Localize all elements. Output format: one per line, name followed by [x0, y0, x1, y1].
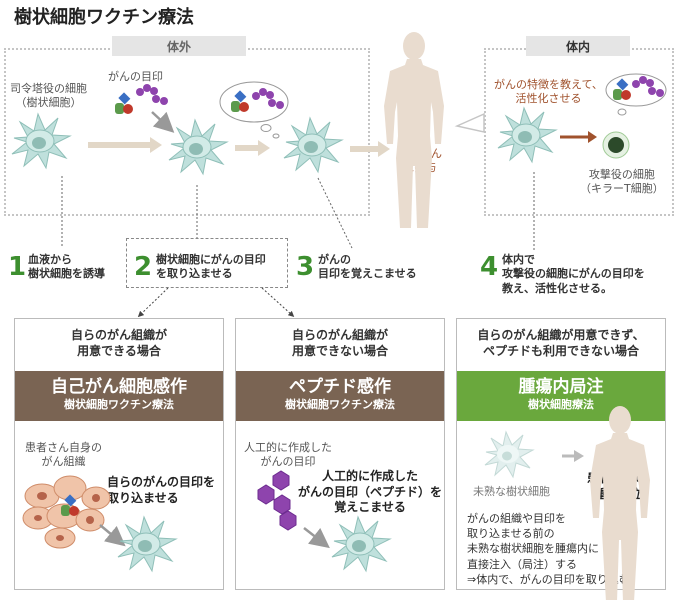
cancer-mark-label: がんの目印 — [108, 70, 163, 83]
panel-3-title: 腫瘍内局注 — [518, 377, 604, 397]
panel-2-condition: 自らのがん組織が 用意できない場合 — [291, 328, 388, 359]
panel-1-subtitle: 樹状細胞ワクチン療法 — [64, 398, 174, 412]
patient-silhouette — [384, 32, 444, 228]
panel-2-note-memorize: 人工的に作成した がんの目印（ペプチド）を 覚えこませる — [298, 469, 443, 515]
step-2-number: 2 — [134, 252, 153, 282]
step-4-number: 4 — [480, 252, 499, 282]
teach-activate-label: がんの特徴を教えて、 活性化させる — [494, 78, 603, 106]
panel-1-note-tissue: 患者さん自身の がん組織 — [25, 441, 102, 469]
panel-intratumoral: 自らのがん組織が用意できず、 ペプチドも利用できない場合 腫瘍内局注 樹状細胞療… — [456, 318, 666, 590]
panel-1-condition: 自らのがん組織が 用意できる場合 — [70, 328, 167, 359]
commander-cell-label: 司令塔役の細胞 （樹状細胞） — [10, 82, 87, 110]
outside-body-label: 体外 — [166, 40, 191, 54]
panel-2-title: ペプチド感作 — [289, 377, 391, 397]
panel-connectors — [137, 287, 295, 318]
step-3-text: がんの 目印を覚えこませる — [318, 253, 417, 281]
panel-autologous: 自らのがん組織が 用意できる場合 自己がん細胞感作 樹状細胞ワクチン療法 患者さ… — [14, 318, 224, 590]
panel-3-target-label: 患者さんの 腫瘍部位 — [587, 471, 648, 501]
panel-2-note-artificial: 人工的に作成した がんの目印 — [244, 441, 332, 469]
inside-body-label-tab: 体内 — [526, 36, 630, 56]
step-3-number: 3 — [296, 252, 315, 282]
panel-3-band: 腫瘍内局注 樹状細胞療法 — [457, 371, 665, 421]
step-4-text: 体内で 攻撃役の細胞にがんの目印を 教え、活性化させる。 — [502, 253, 645, 295]
step-1-number: 1 — [8, 252, 27, 282]
panel-1-band: 自己がん細胞感作 樹状細胞ワクチン療法 — [15, 371, 223, 421]
panel-2-subtitle: 樹状細胞ワクチン療法 — [285, 398, 395, 412]
panel-2-band: ペプチド感作 樹状細胞ワクチン療法 — [236, 371, 444, 421]
panel-1-note-uptake: 自らのがんの目印を 取り込ませる — [107, 475, 216, 505]
patient-admin-label: 患者さん に投与 — [398, 147, 442, 175]
panel-1-title: 自己がん細胞感作 — [51, 377, 187, 397]
step-2-text: 樹状細胞にがんの目印 を取り込ませる — [156, 253, 266, 281]
panel-3-subtitle: 樹状細胞療法 — [528, 398, 594, 412]
panel-3-condition: 自らのがん組織が用意できず、 ペプチドも利用できない場合 — [477, 328, 645, 359]
panel-3-immature-label: 未熟な樹状細胞 — [473, 485, 550, 498]
attacker-cell-label: 攻撃役の細胞 （キラーT細胞） — [580, 168, 664, 196]
outside-body-label-tab: 体外 — [112, 36, 246, 56]
page-title: 樹状細胞ワクチン療法 — [14, 7, 194, 28]
panel-peptide: 自らのがん組織が 用意できない場合 ペプチド感作 樹状細胞ワクチン療法 人工的に… — [235, 318, 445, 590]
step-1-text: 血液から 樹状細胞を誘導 — [28, 253, 105, 281]
outside-body-frame — [4, 48, 370, 216]
step-2-box — [126, 238, 288, 288]
inside-body-label: 体内 — [565, 40, 590, 54]
panel-3-description: がんの組織や目印を 取り込ませる前の 未熟な樹状細胞を腫瘍内に 直接注入（局注）… — [467, 512, 630, 586]
